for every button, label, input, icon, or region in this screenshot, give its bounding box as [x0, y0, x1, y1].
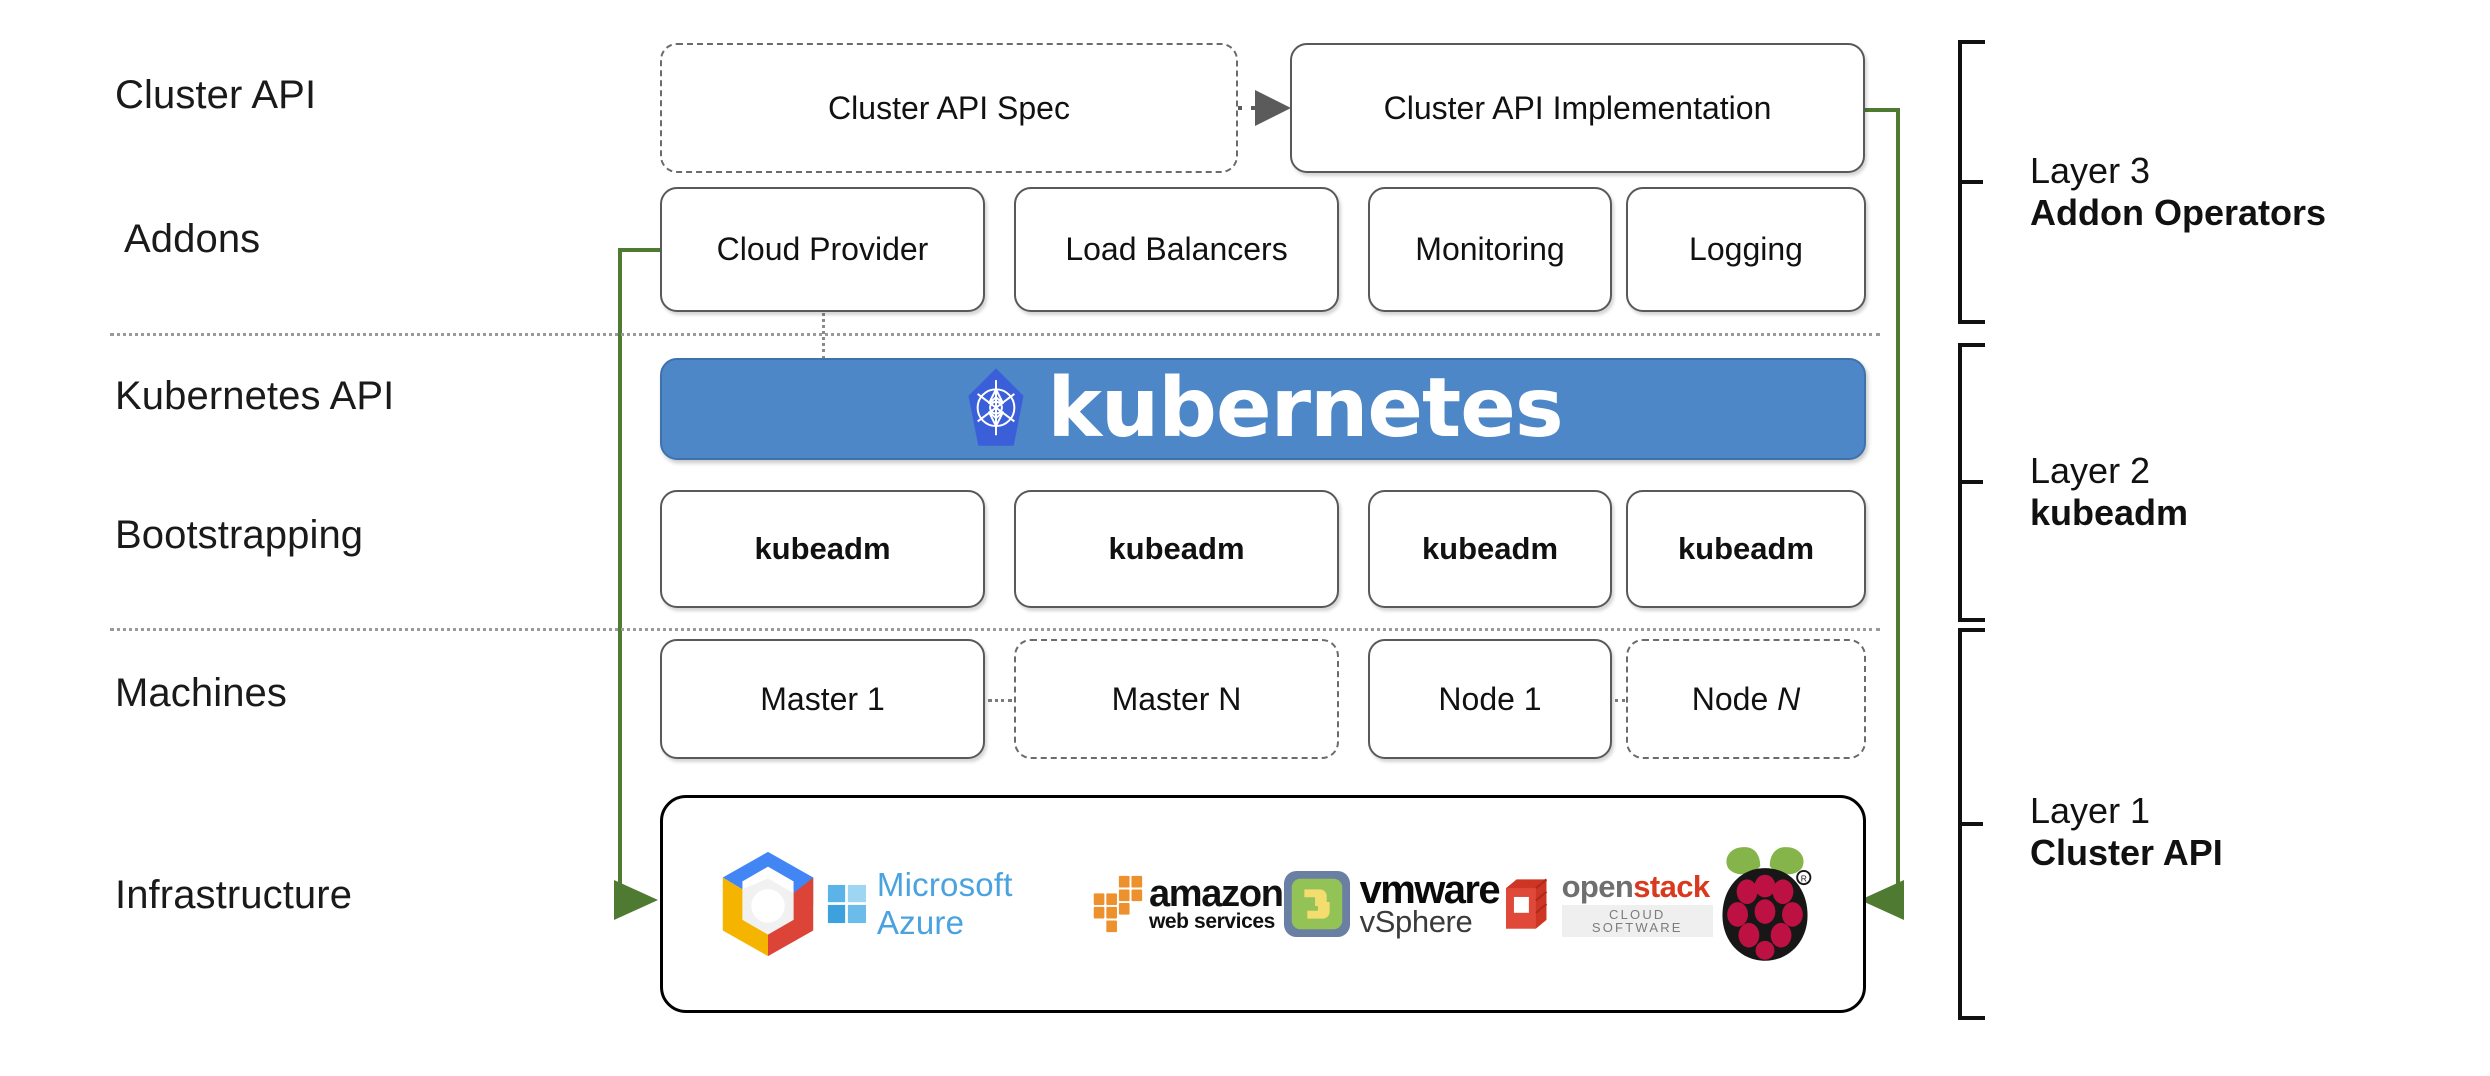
- row-label-infrastructure: Infrastructure: [115, 873, 353, 917]
- bootstrap-label: kubeadm: [1677, 531, 1815, 566]
- kubernetes-helm-icon: [963, 367, 1029, 451]
- openstack-label-stack: stack: [1633, 869, 1710, 904]
- cluster-api-spec-label: Cluster API Spec: [828, 89, 1070, 126]
- machine-box-node-n[interactable]: Node N: [1626, 639, 1866, 759]
- kubernetes-wordmark: kubernetes: [1047, 361, 1563, 456]
- machine-label: Master 1: [760, 680, 885, 717]
- svg-text:R: R: [1801, 873, 1807, 883]
- layer-3-bracket: [1958, 40, 1985, 324]
- aws-webservices-label: web services: [1148, 909, 1275, 933]
- addon-box-cloud-provider[interactable]: Cloud Provider: [660, 187, 985, 312]
- vmware-vsphere-icon: vmware vSphere: [1283, 868, 1501, 940]
- cluster-api-implementation-label: Cluster API Implementation: [1383, 89, 1772, 126]
- layer-1-line2: Cluster API: [2030, 832, 2223, 874]
- amazon-web-services-icon: amazon web services: [1086, 872, 1284, 934]
- microsoft-azure-label: Microsoft Azure: [876, 866, 1013, 941]
- machine-box-node-1[interactable]: Node 1: [1368, 639, 1612, 759]
- row-label-kubernetes-api: Kubernetes API: [115, 374, 395, 418]
- machine-label: Node N: [1691, 680, 1801, 717]
- vsphere-label: vSphere: [1359, 904, 1473, 940]
- microsoft-azure-icon: Microsoft Azure: [827, 866, 1086, 942]
- layer-caption-3: Layer 3 Addon Operators: [2030, 150, 2326, 234]
- cloud-provider-to-infrastructure-arrow: [614, 248, 661, 920]
- layer-3-line1: Layer 3: [2030, 150, 2151, 191]
- layer-caption-1: Layer 1 Cluster API: [2030, 790, 2223, 874]
- row-label-machines: Machines: [115, 671, 287, 715]
- row-label-addons: Addons: [124, 217, 261, 261]
- addon-label: Load Balancers: [1065, 231, 1288, 267]
- bootstrap-label: kubeadm: [754, 531, 891, 566]
- cloud-provider-to-kubernetes-connector: [822, 300, 825, 360]
- bootstrap-box-4[interactable]: kubeadm: [1626, 490, 1866, 608]
- master-dotted-connector: [988, 699, 1012, 702]
- machine-label-italic: N: [1777, 680, 1801, 717]
- openstack-sublabel: CLOUD SOFTWARE: [1561, 905, 1713, 937]
- cluster-api-implementation-box[interactable]: Cluster API Implementation: [1290, 43, 1865, 173]
- layer-2-line1: Layer 2: [2030, 450, 2151, 491]
- separator-layer2-layer1: [110, 628, 1880, 631]
- layer-2-line2: kubeadm: [2030, 492, 2189, 534]
- row-label-bootstrapping: Bootstrapping: [115, 513, 364, 557]
- separator-layer3-layer2: [110, 333, 1880, 336]
- bootstrap-label: kubeadm: [1421, 531, 1559, 566]
- layer-1-bracket: [1958, 628, 1985, 1020]
- machine-label: Node 1: [1438, 680, 1542, 717]
- addon-box-logging[interactable]: Logging: [1626, 187, 1866, 312]
- machine-box-master-n[interactable]: Master N: [1014, 639, 1339, 759]
- infrastructure-box[interactable]: Microsoft Azure amazon: [660, 795, 1866, 1013]
- aws-amazon-label: amazon: [1148, 872, 1284, 915]
- layer-1-line1: Layer 1: [2030, 790, 2151, 831]
- machine-label: Master N: [1111, 680, 1242, 717]
- openstack-icon: openstack CLOUD SOFTWARE: [1499, 871, 1713, 937]
- layer-caption-2: Layer 2 kubeadm: [2030, 450, 2188, 534]
- addon-label: Cloud Provider: [716, 231, 929, 267]
- bootstrap-box-2[interactable]: kubeadm: [1014, 490, 1339, 608]
- bootstrap-box-3[interactable]: kubeadm: [1368, 490, 1612, 608]
- addon-box-monitoring[interactable]: Monitoring: [1368, 187, 1612, 312]
- implementation-to-infrastructure-arrow: [1860, 108, 1904, 920]
- openstack-label: openstack: [1562, 871, 1713, 902]
- row-label-cluster-api: Cluster API: [115, 73, 317, 117]
- addon-label: Monitoring: [1415, 231, 1565, 267]
- addon-label: Logging: [1689, 231, 1803, 267]
- openstack-label-open: open: [1561, 869, 1634, 904]
- raspberry-pi-icon: R: [1713, 839, 1817, 969]
- layer-2-bracket: [1958, 343, 1985, 622]
- google-cloud-icon: [709, 845, 827, 963]
- cluster-api-spec-box[interactable]: Cluster API Spec: [660, 43, 1238, 173]
- vmware-label: vmware: [1359, 868, 1501, 913]
- layer-3-line2: Addon Operators: [2030, 192, 2327, 234]
- machine-box-master-1[interactable]: Master 1: [660, 639, 985, 759]
- bootstrap-label: kubeadm: [1108, 531, 1245, 566]
- kubernetes-banner[interactable]: kubernetes: [660, 358, 1866, 460]
- addon-box-load-balancers[interactable]: Load Balancers: [1014, 187, 1339, 312]
- bootstrap-box-1[interactable]: kubeadm: [660, 490, 985, 608]
